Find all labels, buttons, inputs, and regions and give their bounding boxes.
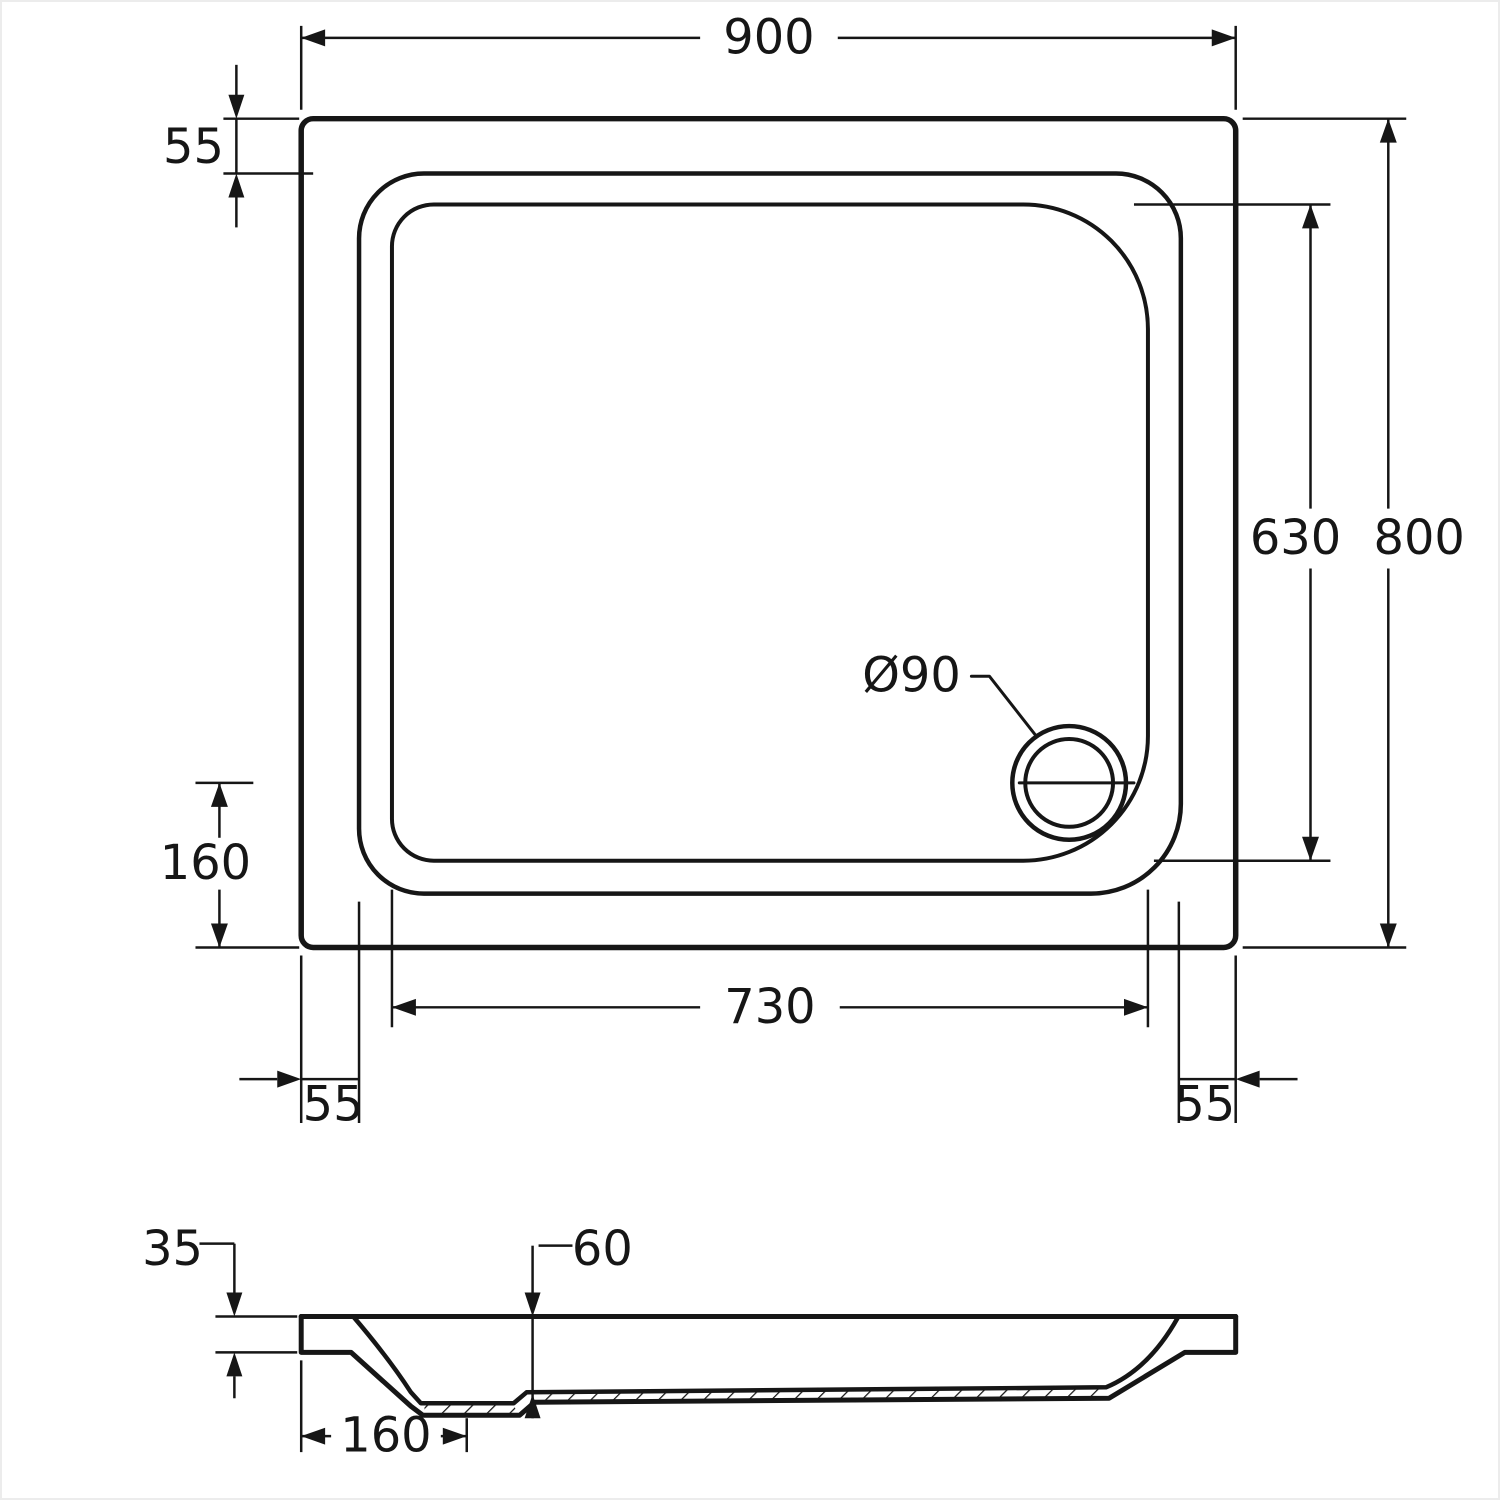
arrowhead — [228, 173, 245, 198]
arrowhead — [442, 1427, 467, 1445]
arrowhead — [210, 782, 228, 807]
dim-label-drain-offset-bottom: 160 — [160, 836, 251, 891]
arrowhead — [1235, 1070, 1260, 1088]
dim-label-rim-top: 55 — [163, 120, 224, 175]
dim-label-rim-left: 55 — [303, 1078, 364, 1133]
dim-label-depth: 60 — [572, 1222, 633, 1277]
tray-inner-profile — [351, 1315, 1181, 1406]
tray-outer-profile — [298, 1313, 1239, 1418]
dim-rim-left: 55 — [239, 901, 364, 1133]
arrowhead — [1302, 204, 1319, 229]
dim-drain-offset: 160 — [299, 1360, 469, 1464]
arrowhead — [277, 1070, 302, 1088]
dim-height-overall: 800 — [1242, 117, 1465, 949]
tray-outer-edge — [298, 115, 1239, 951]
dim-rim-top: 55 — [163, 64, 314, 228]
dim-label-height-overall: 800 — [1374, 511, 1465, 566]
dim-label-rim-height: 35 — [142, 1222, 203, 1277]
dim-label-width-inner: 730 — [724, 980, 815, 1035]
arrowhead — [226, 1292, 243, 1317]
dim-label-height-inner: 630 — [1250, 511, 1341, 566]
dim-rim-right: 55 — [1174, 901, 1298, 1133]
dim-label-drain-offset: 160 — [340, 1409, 431, 1464]
dim-label-width-overall: 900 — [723, 10, 814, 65]
tray-rim-inner-edge — [356, 171, 1184, 896]
drain-sump-hatch — [423, 1404, 518, 1415]
dim-width-inner: 730 — [390, 889, 1150, 1035]
arrowhead — [228, 94, 245, 119]
side-view: 35 60 160 — [142, 1222, 1239, 1464]
arrowhead — [524, 1394, 541, 1419]
arrowhead — [524, 1292, 541, 1317]
arrowhead — [1379, 118, 1397, 143]
dim-label-rim-right: 55 — [1174, 1078, 1235, 1133]
tray-floor-edge — [389, 202, 1150, 863]
dim-drain-offset-bottom: 160 — [160, 781, 300, 949]
dim-width-overall: 900 — [299, 10, 1237, 110]
top-view: Ø90 900 55 — [160, 10, 1465, 1132]
arrowhead — [301, 29, 326, 47]
dim-rim-height: 35 — [142, 1222, 298, 1399]
arrowhead — [210, 923, 228, 948]
drain: Ø90 — [862, 649, 1136, 843]
arrowhead — [1124, 998, 1148, 1016]
arrowhead — [1302, 836, 1319, 861]
drain-diameter-label: Ø90 — [862, 649, 961, 704]
arrowhead — [301, 1427, 326, 1445]
drain-leader-line — [969, 674, 1038, 738]
dim-depth: 60 — [524, 1222, 633, 1419]
dim-height-inner: 630 — [1133, 203, 1341, 862]
arrowhead — [1379, 923, 1397, 948]
arrowhead — [391, 998, 416, 1016]
arrowhead — [226, 1352, 243, 1377]
arrowhead — [1211, 29, 1236, 47]
reinforcement-hatch — [538, 1387, 1109, 1403]
